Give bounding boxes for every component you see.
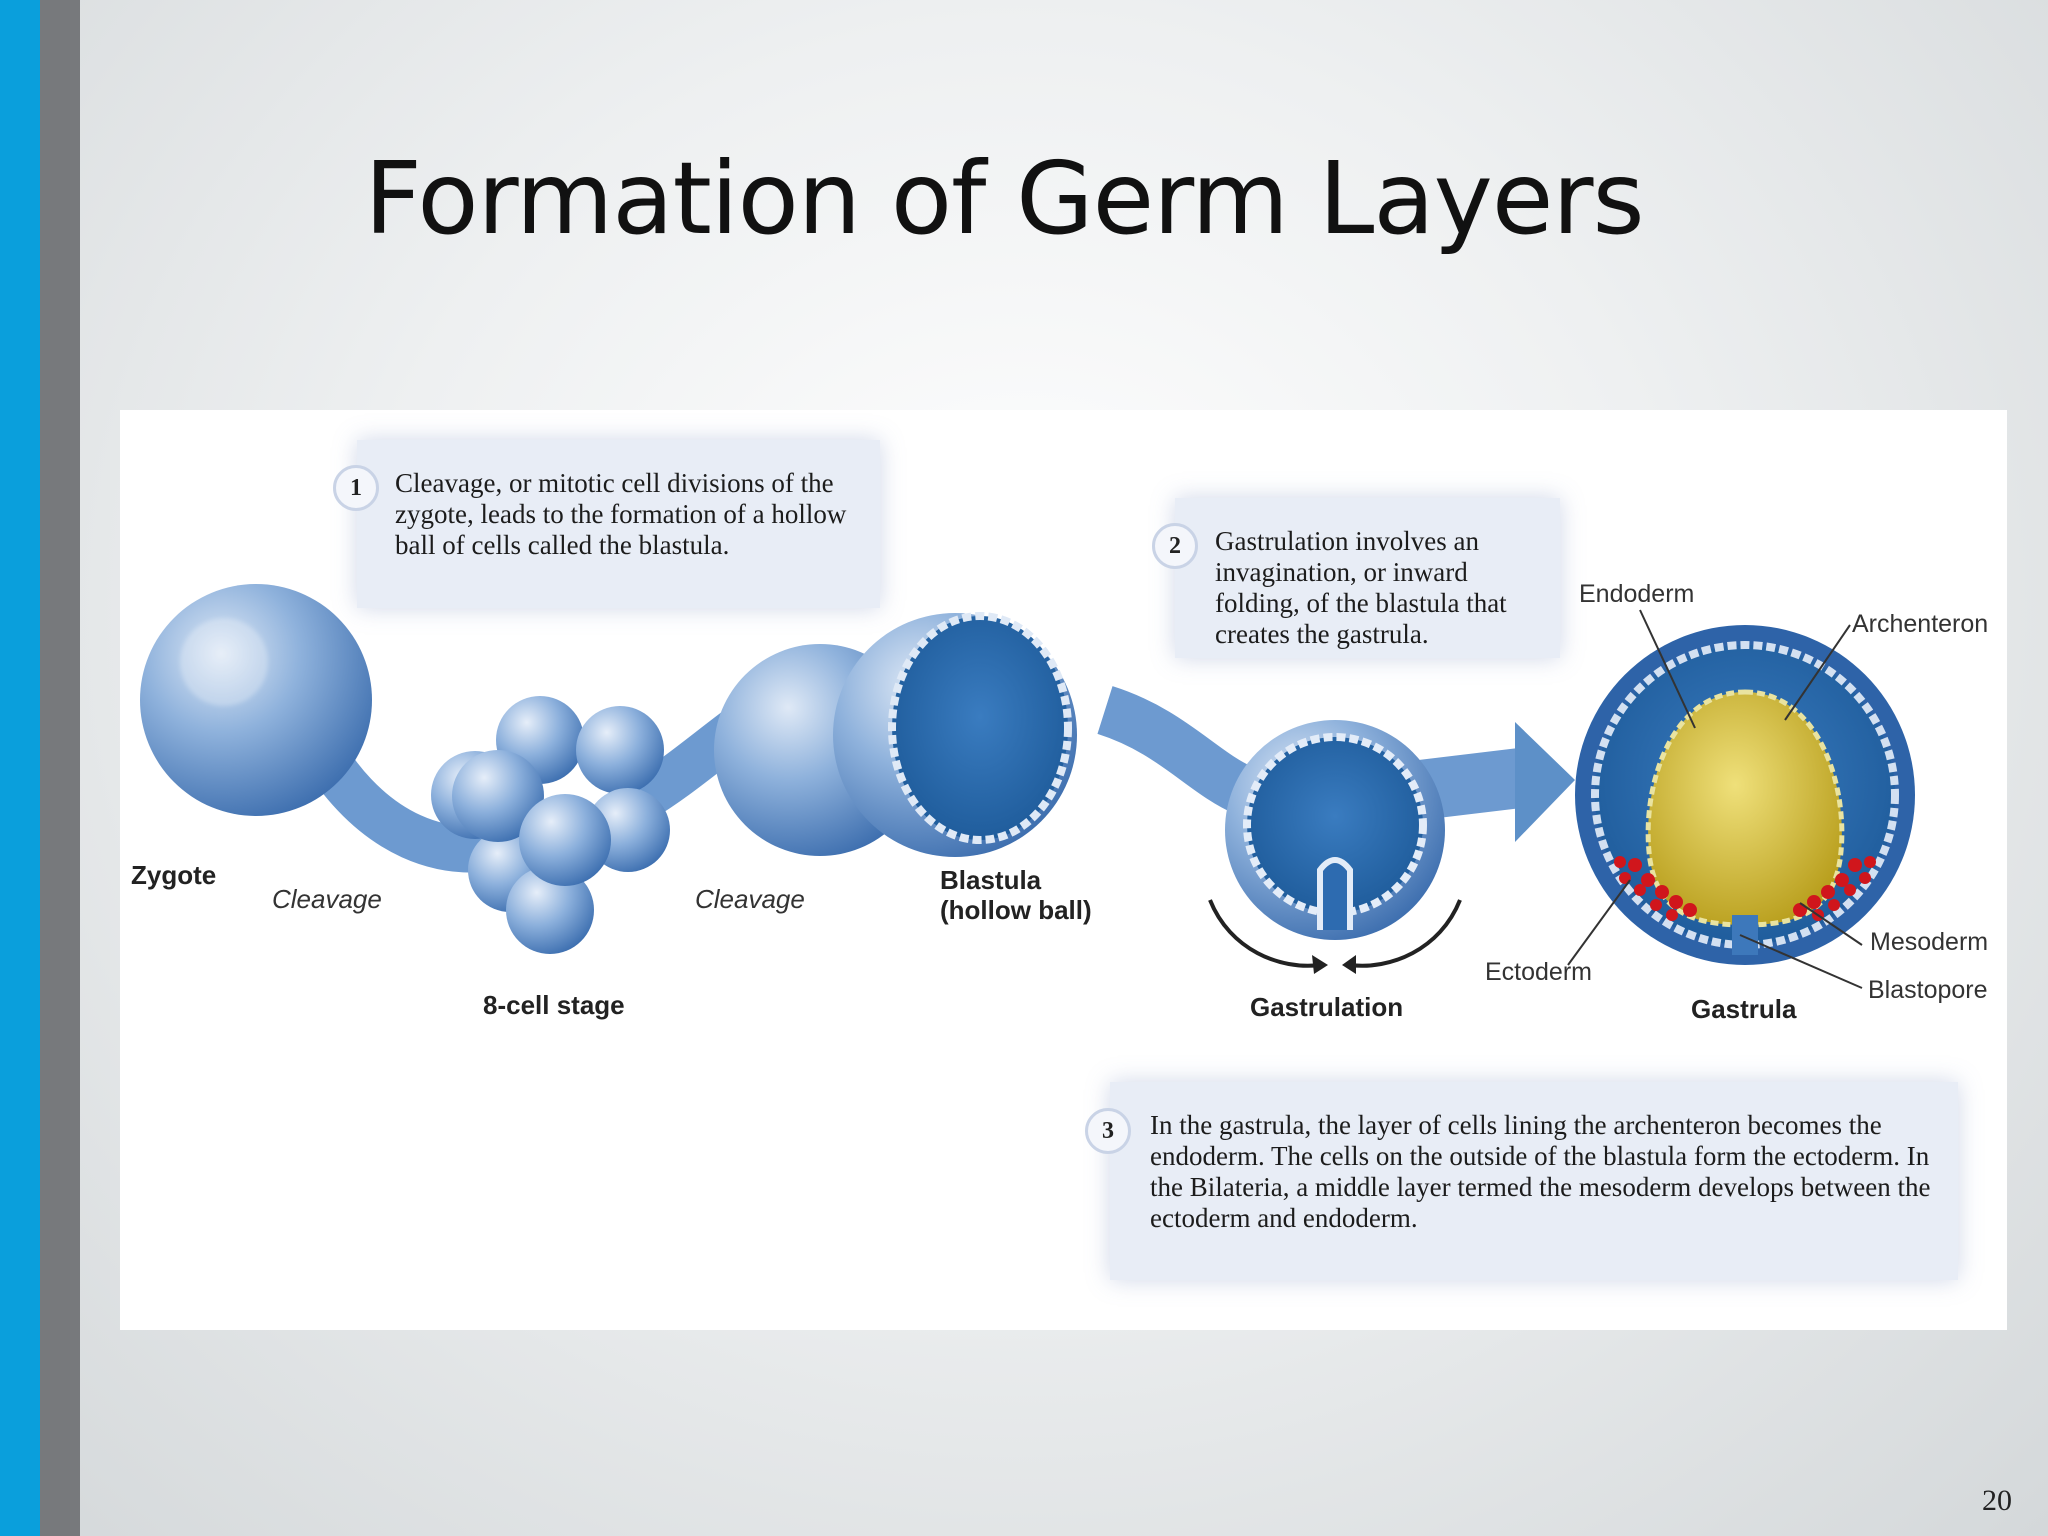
leader-lines (1567, 609, 1863, 989)
label-gastrulation: Gastrulation (1250, 992, 1404, 1022)
step-3-callout: In the gastrula, the layer of cells lini… (1110, 1082, 1958, 1280)
slide-title: Formation of Germ Layers (0, 140, 2048, 257)
archenteron-cavity (1645, 689, 1845, 928)
slide-number: 20 (1982, 1484, 2012, 1517)
germ-layer-figure: Cleavage, or mitotic cell divisions of t… (120, 410, 2007, 1330)
label-endoderm: Endoderm (1579, 580, 1695, 608)
blastopore-opening (1732, 915, 1758, 955)
accent-bar-gray (40, 0, 80, 1536)
label-blastopore: Blastopore (1868, 976, 1988, 1004)
step-1-badge: 1 (333, 465, 379, 511)
label-cleavage-1: Cleavage (272, 884, 382, 914)
step-1-callout: Cleavage, or mitotic cell divisions of t… (357, 440, 880, 608)
eight-cell-cluster (431, 696, 670, 954)
inward-arrow-left (1208, 899, 1321, 968)
gastrula-band (1416, 748, 1524, 820)
step-2-callout: Gastrulation involves an invagination, o… (1175, 498, 1560, 658)
blastula-cavity (892, 616, 1068, 840)
label-zygote: Zygote (131, 860, 217, 890)
step-3-badge: 3 (1085, 1108, 1131, 1154)
label-blastula: Blastula (940, 865, 1042, 895)
invagination (1317, 857, 1353, 930)
step-2-badge: 2 (1152, 523, 1198, 569)
label-ectoderm: Ectoderm (1485, 958, 1592, 986)
diagram-illustration (140, 584, 1915, 989)
label-8-cell-stage: 8-cell stage (483, 990, 625, 1020)
label-archenteron: Archenteron (1852, 610, 1989, 638)
label-cleavage-2: Cleavage (695, 884, 805, 914)
gastrulation-inner (1247, 737, 1423, 913)
slide-title-text: Formation of Germ Layers (364, 140, 1644, 257)
zygote-highlight (180, 618, 268, 706)
label-gastrula: Gastrula (1691, 994, 1797, 1024)
blastula-cell-rim (888, 612, 1072, 844)
label-mesoderm: Mesoderm (1870, 928, 1989, 956)
inward-arrow-right (1349, 899, 1462, 968)
zygote-sphere (140, 584, 372, 816)
mesoderm-cells (1614, 856, 1876, 921)
step-1-text: Cleavage, or mitotic cell divisions of t… (395, 468, 847, 560)
gastrula-arrowhead (1515, 722, 1575, 842)
step-3-text: In the gastrula, the layer of cells lini… (1150, 1110, 1931, 1233)
step-2-text: Gastrulation involves an invagination, o… (1215, 526, 1507, 649)
accent-bar-blue (0, 0, 40, 1536)
label-hollow-ball: (hollow ball) (940, 895, 1092, 925)
